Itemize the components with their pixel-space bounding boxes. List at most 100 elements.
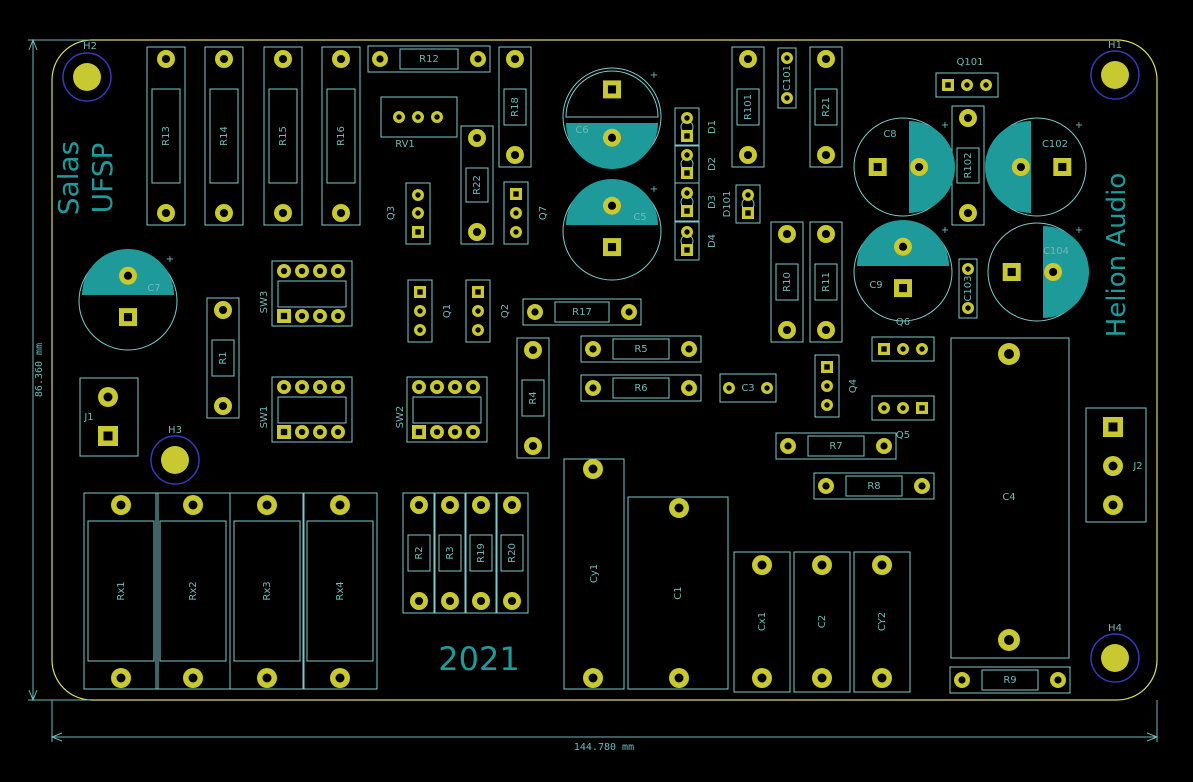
ref-label: C103	[963, 275, 974, 301]
transistor-Q4: Q4	[814, 354, 859, 418]
ref-label: C5	[633, 212, 646, 223]
ref-label: D3	[707, 195, 718, 209]
ref-label: H2	[83, 41, 97, 52]
ref-label: R11	[821, 272, 832, 292]
resistor-R17: R17	[522, 298, 642, 326]
capacitor-C3: C3	[719, 373, 777, 403]
ref-label: R18	[510, 97, 521, 117]
width-dimension-label: 144.780 mm	[574, 742, 634, 753]
ref-label: Q7	[538, 206, 549, 220]
transistor-Q1: Q1	[407, 279, 453, 343]
ref-label: Rx4	[335, 581, 346, 600]
resistor-R22: R22	[460, 125, 494, 245]
capacitor-Rx2: Rx2	[155, 492, 231, 690]
resistor-R12: R12	[367, 45, 491, 73]
resistor-R14: R14	[204, 46, 244, 226]
ref-label: C102	[1042, 139, 1068, 150]
polarity-mark: +	[941, 120, 949, 131]
mount-hole-H1: H1	[1090, 40, 1140, 100]
diode-D4: D4	[674, 221, 718, 261]
ref-label: SW2	[395, 406, 406, 429]
ref-label: R7	[829, 441, 842, 452]
ref-label: R15	[278, 126, 289, 146]
capacitor-Rx4: Rx4	[302, 492, 378, 690]
ref-label: R3	[445, 546, 456, 559]
capacitor-Cy1: Cy1	[563, 458, 625, 690]
ref-label: H1	[1108, 40, 1122, 51]
capacitor-C5: + C5	[562, 179, 662, 281]
resistor-R11: R11	[809, 221, 843, 343]
diode-D1: D1	[674, 107, 718, 147]
resistor-R13: R13	[146, 46, 186, 226]
ref-label: R102	[963, 152, 974, 178]
ref-label: Rx3	[262, 581, 273, 600]
transistor-Q2: Q2	[465, 279, 511, 343]
polarity-mark: +	[941, 225, 949, 236]
width-dimension	[50, 700, 1159, 742]
ref-label: R101	[743, 94, 754, 120]
resistor-R102: R102	[951, 105, 985, 226]
switch-SW3: SW3	[259, 260, 353, 327]
connector-J2: J2	[1085, 407, 1147, 523]
ref-label: R16	[336, 126, 347, 146]
polarity-mark: +	[650, 184, 658, 195]
ref-label: SW1	[259, 406, 270, 429]
ref-label: J2	[1132, 461, 1142, 472]
resistor-R2: R2	[402, 492, 436, 614]
ref-label: C7	[147, 283, 160, 294]
capacitor-C2: C2	[793, 551, 851, 693]
ref-label: R21	[821, 97, 832, 117]
ref-label: R19	[476, 543, 487, 563]
capacitor-C4: C4	[950, 337, 1070, 659]
capacitor-CY2: CY2	[853, 551, 911, 693]
ref-label: D4	[707, 234, 718, 248]
resistor-R21: R21	[809, 46, 843, 168]
transistor-Q3: Q3	[386, 182, 431, 245]
resistor-R6: R6	[580, 374, 702, 402]
diode-D2: D2	[674, 144, 718, 184]
capacitor-Cx1: Cx1	[733, 551, 791, 693]
silk-year: 2021	[438, 640, 519, 678]
ref-label: Q5	[896, 430, 910, 441]
switch-SW1: SW1	[259, 376, 353, 443]
ref-label: D101	[722, 191, 733, 218]
silk-ufsp: UFSP	[86, 143, 119, 214]
capacitor-C101: C101	[777, 47, 797, 109]
ref-label: R4	[528, 391, 539, 404]
polarity-mark: +	[1075, 120, 1083, 131]
resistor-R16: R16	[321, 46, 361, 226]
capacitor-C103: C103	[958, 258, 978, 319]
ref-label: Q4	[848, 379, 859, 393]
ref-label: R5	[634, 344, 647, 355]
resistor-R19: R19	[464, 492, 498, 614]
ref-label: R12	[419, 54, 439, 65]
resistor-R3: R3	[433, 492, 467, 614]
ref-label: C101	[782, 65, 793, 91]
resistor-R15: R15	[263, 46, 303, 226]
ref-label: R2	[414, 546, 425, 559]
ref-label: H4	[1108, 623, 1122, 634]
resistor-R18: R18	[498, 46, 532, 168]
transistor-Q6: Q6	[871, 317, 935, 362]
resistor-R1: R1	[206, 297, 240, 419]
mount-hole-H4: H4	[1090, 623, 1140, 683]
ref-label: R13	[161, 126, 172, 146]
capacitor-C7: +C7	[78, 249, 178, 351]
silk-salas: Salas	[52, 141, 85, 215]
ref-label: R20	[507, 543, 518, 563]
transistor-Q101: Q101	[935, 57, 999, 98]
ref-label: Q6	[896, 317, 910, 328]
ref-label: Q1	[442, 304, 453, 318]
capacitor-C6: +C6	[562, 67, 662, 169]
resistor-R9: R9	[949, 666, 1071, 694]
diode-D101: D101	[722, 184, 761, 224]
ref-label: R6	[634, 383, 647, 394]
resistor-R5: R5	[580, 335, 702, 363]
ref-label: R8	[867, 481, 880, 492]
ref-label: Rx1	[116, 581, 127, 600]
capacitor-C104: +C104	[987, 222, 1089, 322]
ref-label: J1	[83, 412, 93, 423]
ref-label: RV1	[395, 139, 415, 150]
capacitor-C9: +C9	[853, 220, 953, 322]
